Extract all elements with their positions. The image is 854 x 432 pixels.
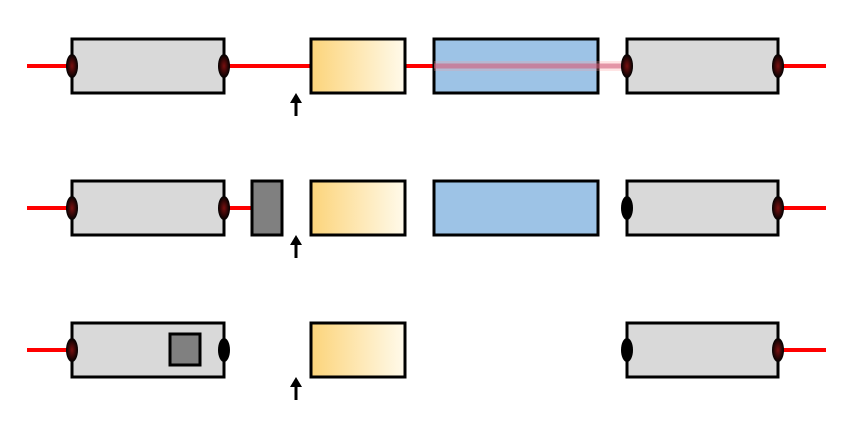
- left-housing: [70, 179, 226, 237]
- beam-blocker: [250, 179, 284, 237]
- right-housing-output-lens: [772, 196, 784, 220]
- right-housing-output-lens: [772, 338, 784, 362]
- gradient-element: [309, 37, 407, 95]
- right-housing-input-lens: [621, 338, 633, 362]
- gradient-element: [309, 321, 407, 379]
- row-3: [22, 321, 831, 400]
- arrow-up-icon: [290, 235, 302, 245]
- right-housing: [625, 37, 780, 95]
- arrow-up-icon: [290, 377, 302, 387]
- left-housing-input-lens: [66, 196, 78, 220]
- left-housing-input-lens: [66, 54, 78, 78]
- left-housing-output-lens: [218, 338, 230, 362]
- left-housing-output-lens: [218, 54, 230, 78]
- row-1: [22, 37, 831, 116]
- left-housing-output-lens: [218, 196, 230, 220]
- right-housing-input-lens: [621, 196, 633, 220]
- left-housing-input-lens: [66, 338, 78, 362]
- arrow-up-icon: [290, 93, 302, 103]
- left-housing: [70, 37, 226, 95]
- right-housing: [625, 179, 780, 237]
- beam-blocker: [168, 332, 202, 367]
- gradient-element: [309, 179, 407, 237]
- blue-element: [432, 179, 600, 237]
- right-housing: [625, 321, 780, 379]
- right-housing-input-lens: [621, 54, 633, 78]
- row-2: [22, 179, 831, 258]
- right-housing-output-lens: [772, 54, 784, 78]
